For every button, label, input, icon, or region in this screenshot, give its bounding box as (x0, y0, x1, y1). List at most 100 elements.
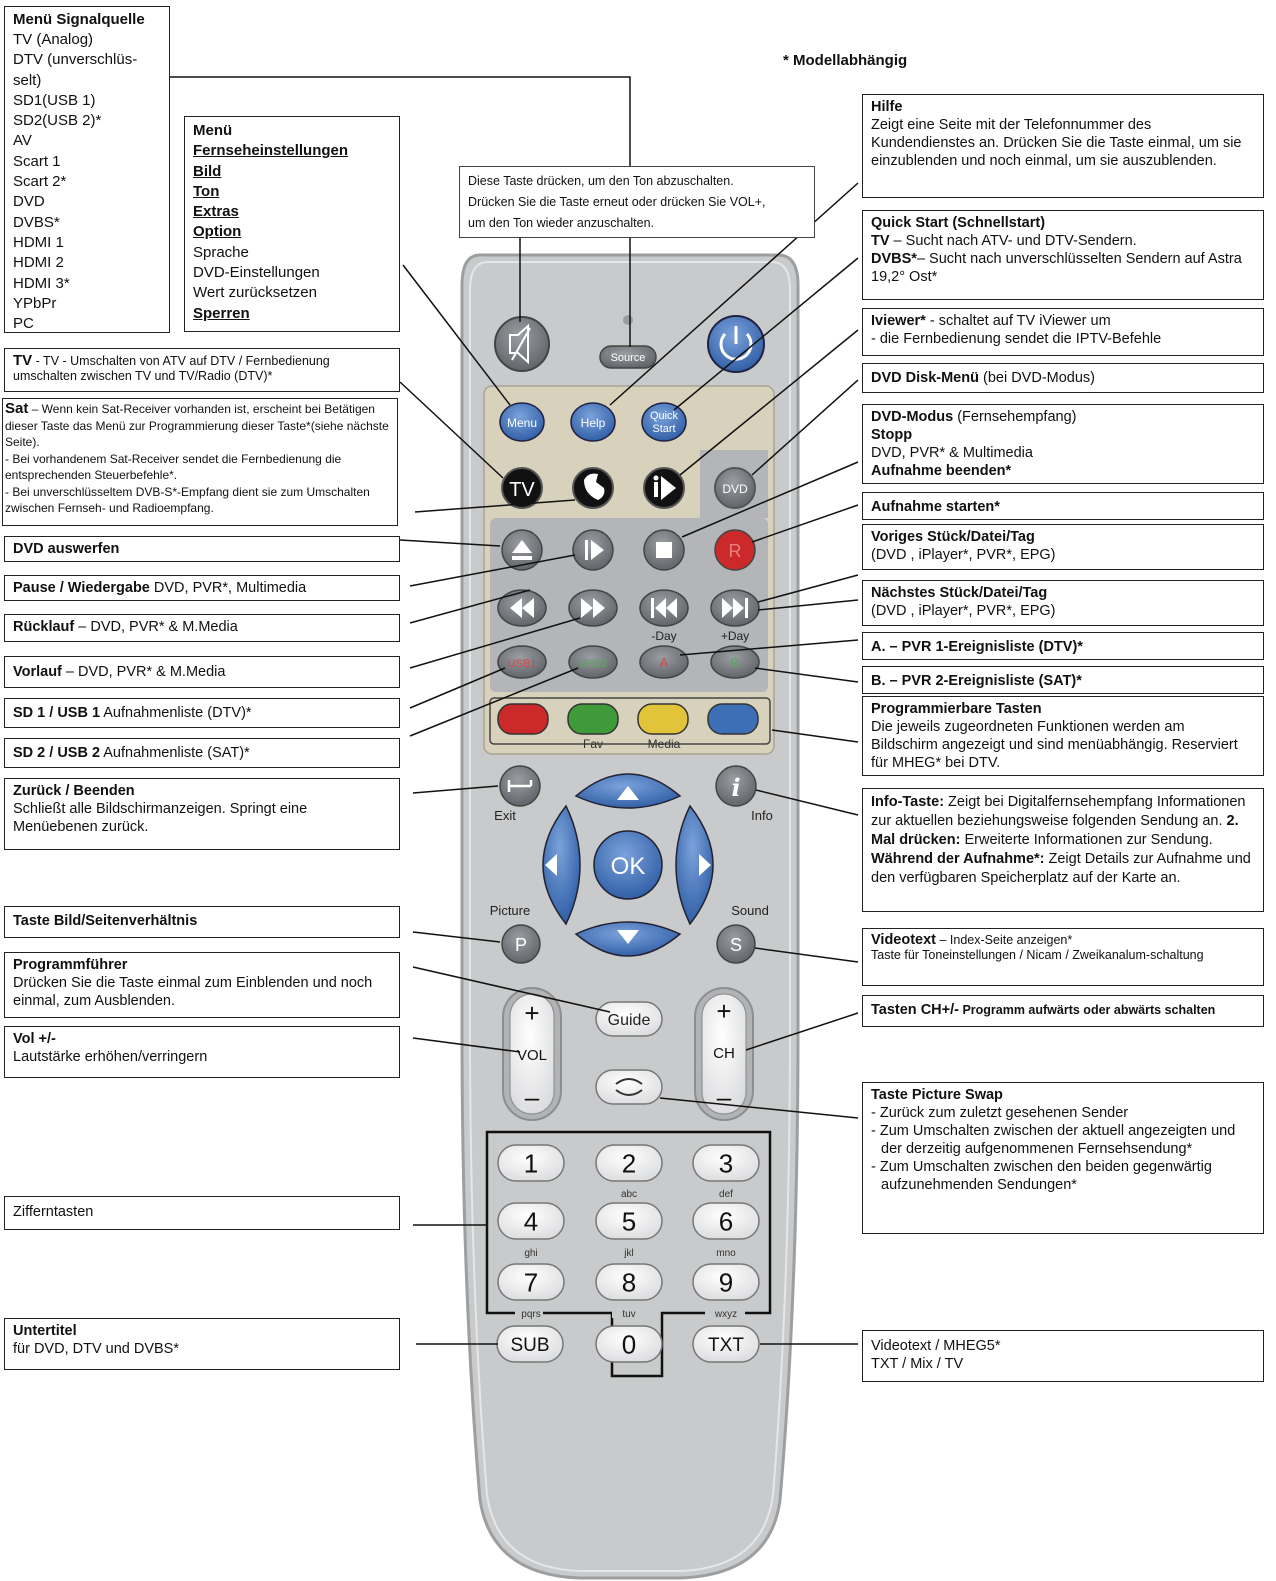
fav-label: Fav (583, 737, 603, 751)
right-button[interactable] (675, 804, 714, 926)
b-button[interactable]: B (710, 645, 760, 679)
blue-key[interactable] (707, 703, 759, 735)
svg-text:A: A (660, 655, 669, 670)
digit-8-button[interactable]: 8 (595, 1263, 663, 1301)
signal-source-item: HDMI 3* (13, 274, 70, 292)
record-button[interactable]: R (714, 529, 756, 571)
svg-text:USB2: USB2 (579, 658, 608, 670)
key-letters-label: abc (621, 1189, 637, 1200)
yellow-key[interactable] (637, 703, 689, 735)
info-label: Info (751, 808, 773, 823)
mute-info-box: Diese Taste drücken, um den Ton abzuscha… (459, 166, 815, 238)
txt-note: Videotext / MHEG5* TXT / Mix / TV (862, 1330, 1264, 1382)
play-pause-button[interactable] (572, 529, 614, 571)
digit-4-button[interactable]: 4 (497, 1202, 565, 1240)
signal-source-item: selt) (13, 71, 42, 89)
svg-text:TV: TV (509, 479, 535, 501)
dpad: OK (542, 773, 714, 957)
digit-0-button[interactable]: 0 (595, 1325, 663, 1363)
menu-button[interactable]: Menu (499, 402, 545, 442)
svg-text:Quick: Quick (650, 410, 679, 422)
quickstart-note: Quick Start (Schnellstart) TV – Sucht na… (862, 210, 1264, 300)
red-key[interactable] (497, 703, 549, 735)
next-button[interactable] (710, 589, 760, 627)
info-button[interactable]: i (715, 765, 757, 807)
signal-source-item: Scart 1 (13, 152, 61, 170)
iviewer-note: Iviewer* - schaltet auf TV iViewer um - … (862, 308, 1264, 356)
svg-text:–: – (525, 1082, 540, 1112)
svg-text:6: 6 (719, 1206, 733, 1236)
mute-info-line: um den Ton wieder anzuschalten. (468, 216, 654, 230)
menu-box: Menü Fernseheinstellungen Bild Ton Extra… (184, 116, 400, 332)
menu-box-item: Fernseheinstellungen (193, 142, 349, 160)
swap-icon (615, 1078, 643, 1096)
digit-5-button[interactable]: 5 (595, 1202, 663, 1240)
picture-button[interactable]: P (501, 924, 541, 964)
sound-label: Sound (731, 903, 769, 918)
svg-text:OK: OK (611, 853, 646, 880)
source-button[interactable]: Source (599, 345, 657, 369)
svg-text:P: P (515, 935, 527, 955)
sd2-note: SD 2 / USB 2 Aufnahmenliste (SAT)* (4, 738, 400, 768)
menu-box-item: Extras (193, 203, 239, 221)
menu-box-title: Menü (193, 122, 233, 139)
ok-button[interactable]: OK (593, 830, 663, 900)
vol-rocker[interactable]: + VOL – (502, 987, 562, 1121)
sub-button[interactable]: SUB (496, 1325, 564, 1363)
rewind-button[interactable] (497, 589, 547, 627)
digit-7-button[interactable]: 7 (497, 1263, 565, 1301)
picture-label: Picture (490, 903, 530, 918)
exit-button[interactable] (499, 765, 541, 807)
svg-text:S: S (730, 935, 742, 955)
guide-button[interactable]: Guide (595, 1001, 663, 1037)
svg-text:B: B (731, 655, 740, 670)
help-button[interactable]: Help (570, 402, 616, 442)
signal-source-item: SD1(USB 1) (13, 91, 96, 109)
next-note: Nächstes Stück/Datei/Tag (DVD , iPlayer*… (862, 580, 1264, 626)
mute-button[interactable] (494, 316, 550, 372)
digits-note: Zifferntasten (4, 1196, 400, 1230)
a-note: A. – PVR 1-Ereignisliste (DTV)* (862, 632, 1264, 660)
digit-9-button[interactable]: 9 (692, 1263, 760, 1301)
eject-button[interactable] (501, 529, 543, 571)
svg-text:+: + (524, 998, 539, 1028)
sound-button[interactable]: S (716, 924, 756, 964)
iviewer-button[interactable] (643, 467, 685, 509)
svg-text:USB1: USB1 (508, 658, 537, 670)
digit-3-button[interactable]: 3 (692, 1144, 760, 1182)
mute-info-line: Drücken Sie die Taste erneut oder drücke… (468, 195, 766, 209)
green-key[interactable] (567, 703, 619, 735)
stop-button[interactable] (643, 529, 685, 571)
svg-text:Help: Help (581, 416, 606, 430)
previous-button[interactable] (639, 589, 689, 627)
left-button[interactable] (542, 804, 581, 926)
a-button[interactable]: A (639, 645, 689, 679)
mute-info-line: Diese Taste drücken, um den Ton abzuscha… (468, 174, 734, 188)
signal-source-title: Menü Signalquelle (13, 11, 145, 28)
sat-button[interactable] (572, 467, 614, 509)
dvd-button[interactable]: DVD (714, 467, 756, 509)
guide-note: Programmführer Drücken Sie die Taste ein… (4, 952, 400, 1018)
tv-button[interactable]: TV (501, 467, 543, 509)
digit-1-button[interactable]: 1 (497, 1144, 565, 1182)
usb2-button[interactable]: USB2 (568, 645, 618, 679)
power-button[interactable] (707, 315, 765, 373)
quick-start-button[interactable]: Quick Start (641, 402, 687, 442)
svg-text:Guide: Guide (608, 1012, 651, 1029)
txt-button[interactable]: TXT (692, 1325, 760, 1363)
swap-button[interactable] (595, 1069, 663, 1105)
back-note: Zurück / Beenden Schließt alle Bildschir… (4, 778, 400, 850)
fast-forward-button[interactable] (568, 589, 618, 627)
menu-box-item: Bild (193, 162, 222, 180)
digit-6-button[interactable]: 6 (692, 1202, 760, 1240)
usb1-button[interactable]: USB1 (497, 645, 547, 679)
digit-2-button[interactable]: 2 (595, 1144, 663, 1182)
ch-rocker[interactable]: + CH – (694, 987, 754, 1121)
help-note: Hilfe Zeigt eine Seite mit der Telefonnu… (862, 94, 1264, 198)
svg-text:VOL: VOL (517, 1047, 547, 1064)
aspect-note: Taste Bild/Seitenverhältnis (4, 906, 400, 938)
key-letters-label: def (719, 1189, 733, 1200)
dvd-mode-note: DVD-Modus (Fernsehempfang) Stopp DVD, PV… (862, 404, 1264, 484)
signal-source-item: DVD (13, 193, 45, 211)
